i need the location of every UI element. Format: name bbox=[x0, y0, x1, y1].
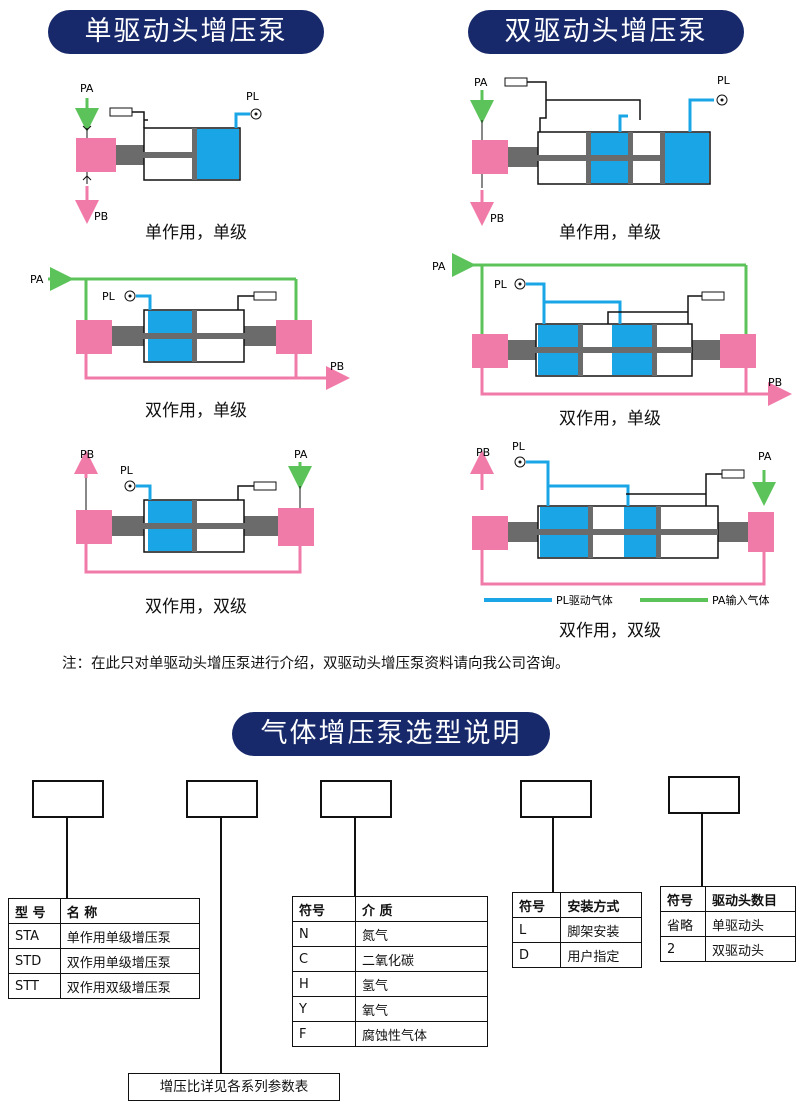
code-box-model bbox=[32, 780, 104, 818]
pl-label-2: PL bbox=[717, 74, 731, 87]
model-header-code: 型 号 bbox=[8, 898, 61, 924]
diagram-single-action-single-stage: PA PB PL bbox=[75, 82, 262, 224]
medium-name: 氢气 bbox=[355, 971, 488, 997]
ratio-note: 增压比详见各系列参数表 bbox=[128, 1073, 340, 1101]
selection-title: 气体增压泵选型说明 bbox=[232, 712, 550, 756]
drive-code: 省略 bbox=[660, 911, 706, 937]
medium-header-code: 符号 bbox=[292, 896, 356, 922]
model-name: 双作用双级增压泵 bbox=[59, 973, 201, 999]
note-text: 注：在此只对单驱动头增压泵进行介绍，双驱动头增压泵资料请向我公司咨询。 bbox=[62, 656, 570, 672]
medium-code: C bbox=[292, 946, 356, 972]
caption-4: 双作用，单级 bbox=[559, 409, 661, 429]
pa-label-4: PA bbox=[432, 260, 446, 273]
diagram-double-drive-single-action: PA PB PL bbox=[470, 74, 731, 226]
caption-2: 单作用，单级 bbox=[559, 223, 661, 243]
medium-code: N bbox=[292, 921, 356, 947]
pl-label-6: PL bbox=[512, 440, 526, 453]
install-code: D bbox=[511, 942, 562, 968]
drive-name: 双驱动头 bbox=[705, 936, 796, 962]
medium-code: Y bbox=[292, 996, 356, 1022]
medium-header-name: 介 质 bbox=[355, 896, 488, 922]
pl-label: PL bbox=[246, 90, 260, 103]
drive-code: 2 bbox=[660, 936, 706, 962]
install-name: 脚架安装 bbox=[560, 917, 642, 943]
model-header-name: 名 称 bbox=[59, 898, 201, 924]
pa-label-5: PA bbox=[294, 448, 308, 461]
model-code: STD bbox=[8, 948, 61, 974]
medium-code: H bbox=[292, 971, 356, 997]
code-box-drive bbox=[668, 776, 740, 814]
medium-name: 氧气 bbox=[355, 996, 488, 1022]
pa-label-2: PA bbox=[474, 76, 488, 89]
legend-pl-label: PL驱动气体 bbox=[556, 593, 613, 607]
medium-name: 腐蚀性气体 bbox=[355, 1021, 488, 1047]
pb-label-5: PB bbox=[80, 448, 94, 461]
caption-3: 双作用，单级 bbox=[145, 401, 247, 421]
pl-label-3: PL bbox=[102, 290, 116, 303]
pl-label-4: PL bbox=[494, 278, 508, 291]
medium-name: 二氧化碳 bbox=[355, 946, 488, 972]
diagram-double-drive-double-action-double-stage: PB PA PL PL驱动气体 PA输入气体 bbox=[470, 440, 776, 607]
pa-label-6: PA bbox=[758, 450, 772, 463]
pb-label-2: PB bbox=[490, 212, 504, 225]
pb-label: PB bbox=[94, 210, 108, 223]
caption-6: 双作用，双级 bbox=[559, 621, 661, 641]
medium-code: F bbox=[292, 1021, 356, 1047]
diagram-double-action-single-stage-left: PA PB PL bbox=[30, 267, 350, 390]
double-drive-title: 双驱动头增压泵 bbox=[468, 10, 744, 54]
model-name: 单作用单级增压泵 bbox=[59, 923, 201, 949]
diagram-double-drive-double-action-single-stage: PA PB PL bbox=[432, 253, 792, 406]
legend-pa-label: PA输入气体 bbox=[712, 593, 769, 607]
pump-diagrams: PA PB PL PA PB PL bbox=[30, 74, 792, 607]
pb-label-6: PB bbox=[476, 446, 490, 459]
model-code: STT bbox=[8, 973, 61, 999]
code-box-ratio bbox=[186, 780, 258, 818]
model-code: STA bbox=[8, 923, 61, 949]
drive-name: 单驱动头 bbox=[705, 911, 796, 937]
single-drive-title: 单驱动头增压泵 bbox=[48, 10, 324, 54]
diagram-double-action-double-stage-left: PB PA PL bbox=[74, 448, 314, 574]
pa-label-3: PA bbox=[30, 273, 44, 286]
drive-header-name: 驱动头数目 bbox=[705, 886, 796, 912]
pb-label-3: PB bbox=[330, 360, 344, 373]
medium-name: 氮气 bbox=[355, 921, 488, 947]
caption-1: 单作用，单级 bbox=[145, 223, 247, 243]
pb-label-4: PB bbox=[768, 376, 782, 389]
install-header-name: 安装方式 bbox=[560, 892, 642, 918]
pa-label: PA bbox=[80, 82, 94, 95]
code-box-medium bbox=[320, 780, 392, 818]
install-code: L bbox=[511, 917, 562, 943]
pl-label-5: PL bbox=[120, 464, 134, 477]
install-header-code: 符号 bbox=[511, 892, 562, 918]
drive-header-code: 符号 bbox=[660, 886, 706, 912]
code-box-install bbox=[520, 780, 592, 818]
install-name: 用户指定 bbox=[560, 942, 642, 968]
model-name: 双作用单级增压泵 bbox=[59, 948, 201, 974]
caption-5: 双作用，双级 bbox=[145, 597, 247, 617]
